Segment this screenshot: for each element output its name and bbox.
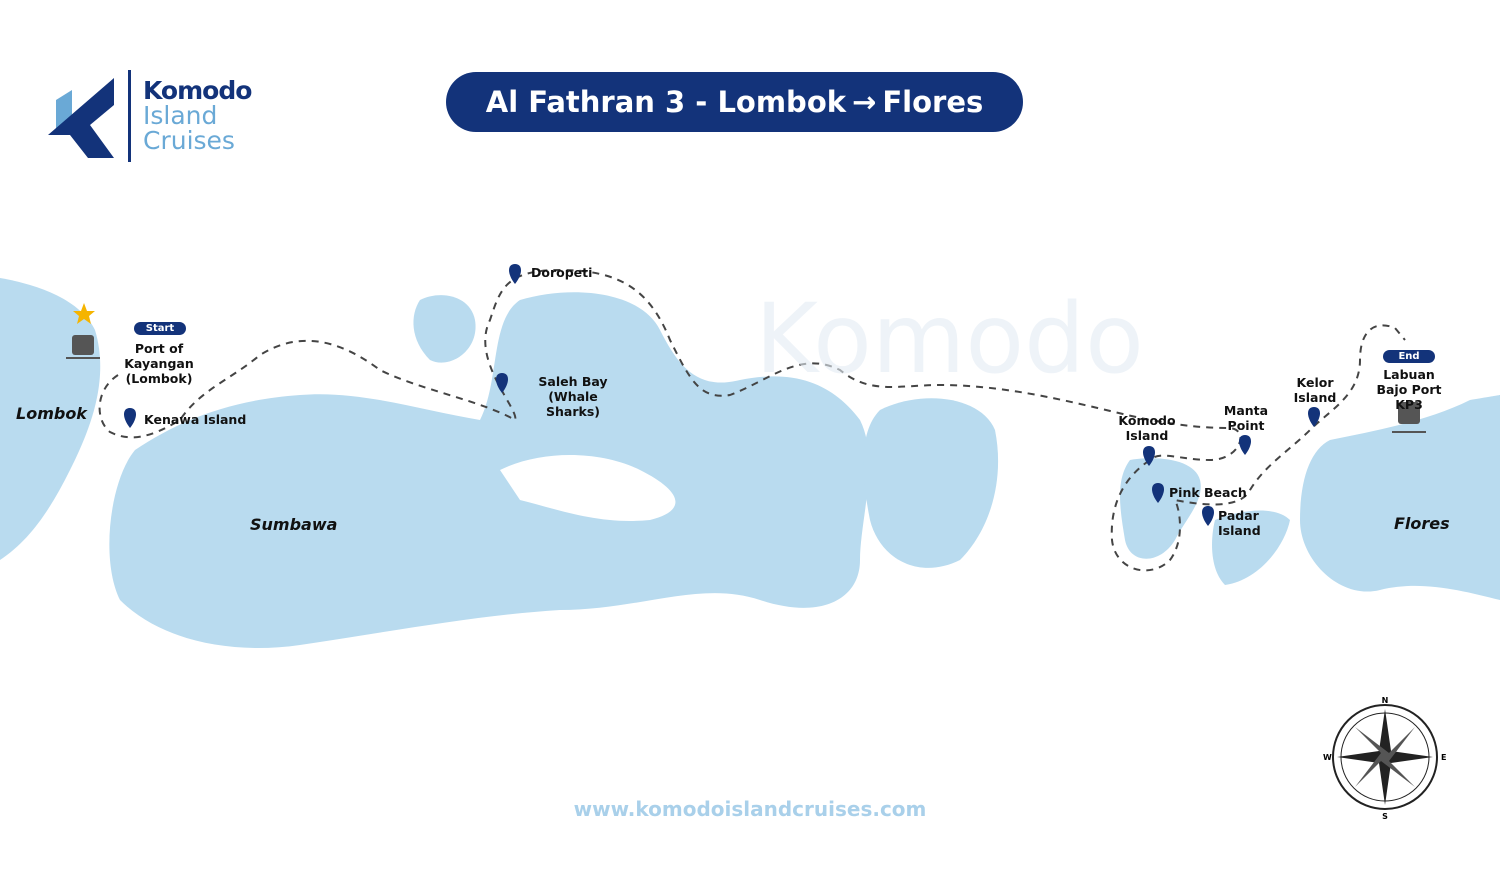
rinca-landmass <box>1212 510 1290 585</box>
logo-mark <box>48 70 131 162</box>
title-destination: Flores <box>882 85 984 119</box>
logo-line2: Island <box>143 101 218 130</box>
sumbawa-landmass <box>109 292 869 648</box>
watermark-text: Komodo <box>755 283 1144 395</box>
logo: Komodo Island Cruises <box>48 70 268 165</box>
flores-landmass <box>1300 395 1500 600</box>
compass-e: E <box>1441 753 1446 762</box>
route-line <box>98 268 1406 572</box>
island-lombok: Lombok <box>16 404 87 423</box>
stop-komodo: Komodo Island <box>1118 413 1176 443</box>
watermark: Komodo <box>755 283 1144 395</box>
stop-padar: Padar Island <box>1218 508 1261 538</box>
stop-pink-beach: Pink Beach <box>1169 485 1247 500</box>
land <box>0 278 1500 648</box>
ship-icon <box>66 335 100 359</box>
title-origin: Al Fathran 3 - Lombok <box>485 85 847 119</box>
start-badge: Start <box>134 322 186 335</box>
pin-icon <box>124 408 136 428</box>
arrow-right-icon: → <box>852 85 877 119</box>
end-badge: End <box>1383 350 1435 363</box>
saleh-bay-water <box>500 455 676 521</box>
pin-icon <box>1239 435 1251 455</box>
pin-icon <box>1202 506 1214 526</box>
star-icon <box>73 303 95 324</box>
stop-manta-point: Manta Point <box>1223 403 1269 433</box>
island-flores: Flores <box>1394 514 1450 533</box>
pin-icon <box>496 373 508 393</box>
stop-kelor: Kelor Island <box>1293 375 1337 405</box>
logo-line1: Komodo <box>143 76 252 105</box>
stop-doropeti: Doropeti <box>531 265 593 280</box>
stop-kayangan: Port of Kayangan (Lombok) <box>124 341 194 386</box>
compass-rose: N S E W <box>1323 696 1446 821</box>
komodo-landmass <box>1120 458 1201 559</box>
compass-s: S <box>1382 812 1388 821</box>
ship-icon <box>1392 402 1426 433</box>
stop-labuan-bajo: Labuan Bajo Port KP3 <box>1376 367 1442 412</box>
island-sumbawa: Sumbawa <box>250 515 338 534</box>
pin-icon <box>509 264 521 284</box>
stop-kenawa: Kenawa Island <box>144 412 247 427</box>
website-link[interactable]: www.komodoislandcruises.com <box>573 797 927 821</box>
pin-icon <box>1143 446 1155 466</box>
compass-n: N <box>1382 696 1389 705</box>
moyo-island <box>413 295 476 363</box>
logo-line3: Cruises <box>143 126 235 155</box>
pins <box>124 264 1320 526</box>
page-title: Al Fathran 3 - Lombok → Flores <box>446 72 1023 132</box>
pin-icon <box>1308 407 1320 427</box>
pin-icon <box>1152 483 1164 503</box>
sangeang-island <box>863 398 999 568</box>
compass-w: W <box>1323 753 1332 762</box>
stop-saleh-bay: Saleh Bay (Whale Sharks) <box>538 374 608 419</box>
